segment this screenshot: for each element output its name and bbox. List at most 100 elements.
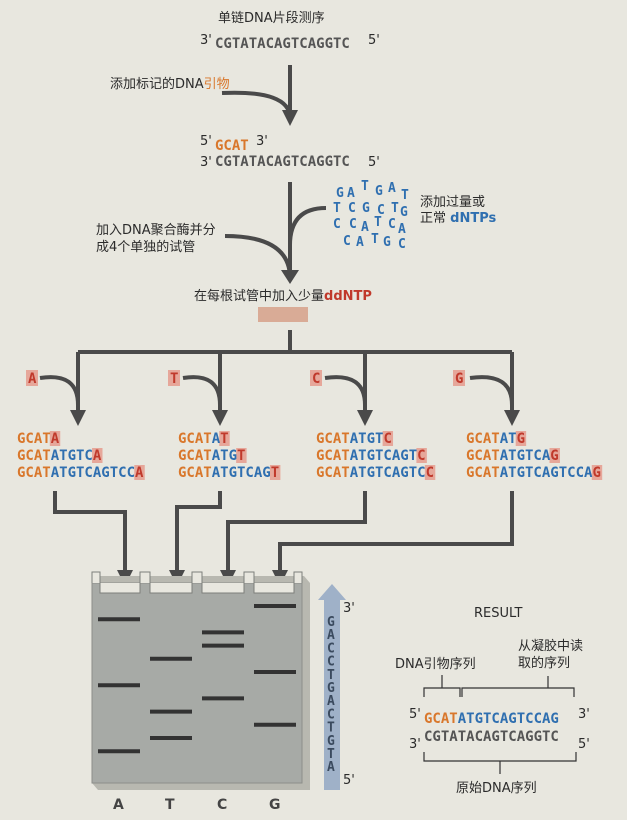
dntp-letter: A (361, 220, 369, 235)
read-letter: C (327, 641, 335, 656)
split-line (78, 330, 512, 354)
dntp-letter: C (343, 234, 351, 249)
fragment-a: GCATATGTCA (17, 448, 102, 464)
template-5prime: 5' (368, 33, 380, 48)
terminator-highlight (236, 448, 247, 463)
fragment-c: GCATATGTC (316, 431, 392, 447)
dntp-letter: C (348, 201, 356, 216)
ddntp-swatch (258, 307, 308, 322)
dntp-letter: G (383, 235, 391, 250)
result-bottom-3prime: 3' (409, 737, 421, 752)
template-sequence: CGTATACAGTCAGGTC (215, 36, 350, 52)
fragment-g: GCATATGTCAGTCCAG (466, 465, 601, 481)
dntp-letter: C (377, 203, 385, 218)
dntp-letter: G (362, 201, 370, 216)
terminator-highlight (515, 431, 527, 446)
terminator-highlight (49, 431, 61, 446)
step2-right-line1: 添加过量或 (420, 195, 485, 210)
read-letter: T (327, 721, 335, 736)
step2-left-line2: 成4个单独的试管 (96, 239, 195, 255)
fragment-t: GCATAT (178, 431, 229, 447)
ddntp-arrow (39, 375, 80, 406)
result-top-5prime: 5' (409, 707, 421, 722)
ddntp-arrow (182, 375, 222, 406)
ddntp-arrow (469, 375, 514, 406)
result-original-label: 原始DNA序列 (456, 781, 537, 796)
dntp-letter: G (375, 184, 383, 199)
ddntp-label: A (28, 371, 37, 387)
step2-left-arrow (224, 234, 292, 279)
primer-5prime: 5' (200, 134, 212, 149)
ddntp-label: C (312, 371, 320, 387)
terminator-highlight (92, 448, 103, 463)
read-letter: C (327, 655, 335, 670)
dntp-letter: A (347, 186, 355, 201)
step1-branch-arrow (221, 90, 292, 119)
dntp-letter: A (356, 235, 364, 250)
step2-left-line1: 加入DNA聚合酶并分 (96, 222, 216, 238)
dntp-letter: T (391, 201, 399, 216)
connector-T (169, 491, 222, 586)
read-letter: G (327, 615, 335, 630)
read-letter: A (327, 694, 335, 709)
fragment-g: GCATATG (466, 431, 525, 447)
result-top-3prime: 3' (578, 707, 590, 722)
result-primer-label: DNA引物序列 (395, 657, 476, 672)
lane-label: C (217, 797, 227, 813)
fragment-a: GCATATGTCAGTCCA (17, 465, 144, 481)
gel-bands (98, 604, 296, 754)
dntp-letter: C (398, 237, 406, 252)
lane-label: A (113, 797, 124, 813)
read-5prime: 5' (343, 773, 355, 788)
read-bracket (461, 676, 575, 697)
fragment-a: GCATA (17, 431, 60, 447)
ddntp-label: T (170, 371, 178, 387)
template2-5prime: 5' (368, 155, 380, 170)
lane-label: G (269, 797, 281, 813)
dntp-letter: T (333, 201, 341, 216)
dntp-letter: T (361, 179, 369, 194)
result-bottom-sequence: CGTATACAGTCAGGTC (424, 729, 559, 745)
read-letter: A (327, 628, 335, 643)
dntp-letter: T (371, 232, 379, 247)
ddntp-label-bg (168, 370, 180, 386)
step2-arrowhead (281, 270, 299, 284)
template2-3prime: 3' (200, 155, 212, 170)
dntp-letter: G (400, 205, 408, 220)
step2-right-arrow (288, 206, 327, 246)
terminator-highlight (219, 431, 230, 446)
dntp-letter: C (333, 217, 341, 232)
dntp-letter: A (388, 181, 396, 196)
result-bottom-5prime: 5' (578, 737, 590, 752)
fragment-c: GCATATGTCAGTC (316, 448, 426, 464)
primer-sequence: GCAT (215, 138, 249, 154)
ddntp-arrow (324, 375, 367, 406)
read-letter: T (327, 747, 335, 762)
read-letter: G (327, 681, 335, 696)
step3-label: 在每根试管中加入少量ddNTP (194, 288, 372, 304)
ddntp-label-bg (310, 370, 322, 386)
connector-A (53, 491, 133, 586)
result-read-label-2: 取的序列 (518, 655, 570, 671)
primer-3prime: 3' (256, 134, 268, 149)
terminator-highlight (424, 465, 436, 480)
fragment-t: GCATATGTCAGT (178, 465, 279, 481)
result-read-label-1: 从凝胶中读 (518, 638, 583, 654)
read-letter: G (327, 734, 335, 749)
step1-label: 添加标记的DNA引物 (110, 76, 230, 92)
connector-G (272, 491, 514, 586)
primer-bracket (423, 675, 461, 697)
title: 单链DNA片段测序 (218, 11, 325, 26)
step2-right-line2: 正常 dNTPs (420, 211, 496, 226)
terminator-highlight (416, 448, 427, 463)
template2-sequence: CGTATACAGTCAGGTC (215, 154, 350, 170)
fragment-g: GCATATGTCAG (466, 448, 559, 464)
original-bracket (423, 752, 577, 774)
dntp-letter: A (398, 222, 406, 237)
